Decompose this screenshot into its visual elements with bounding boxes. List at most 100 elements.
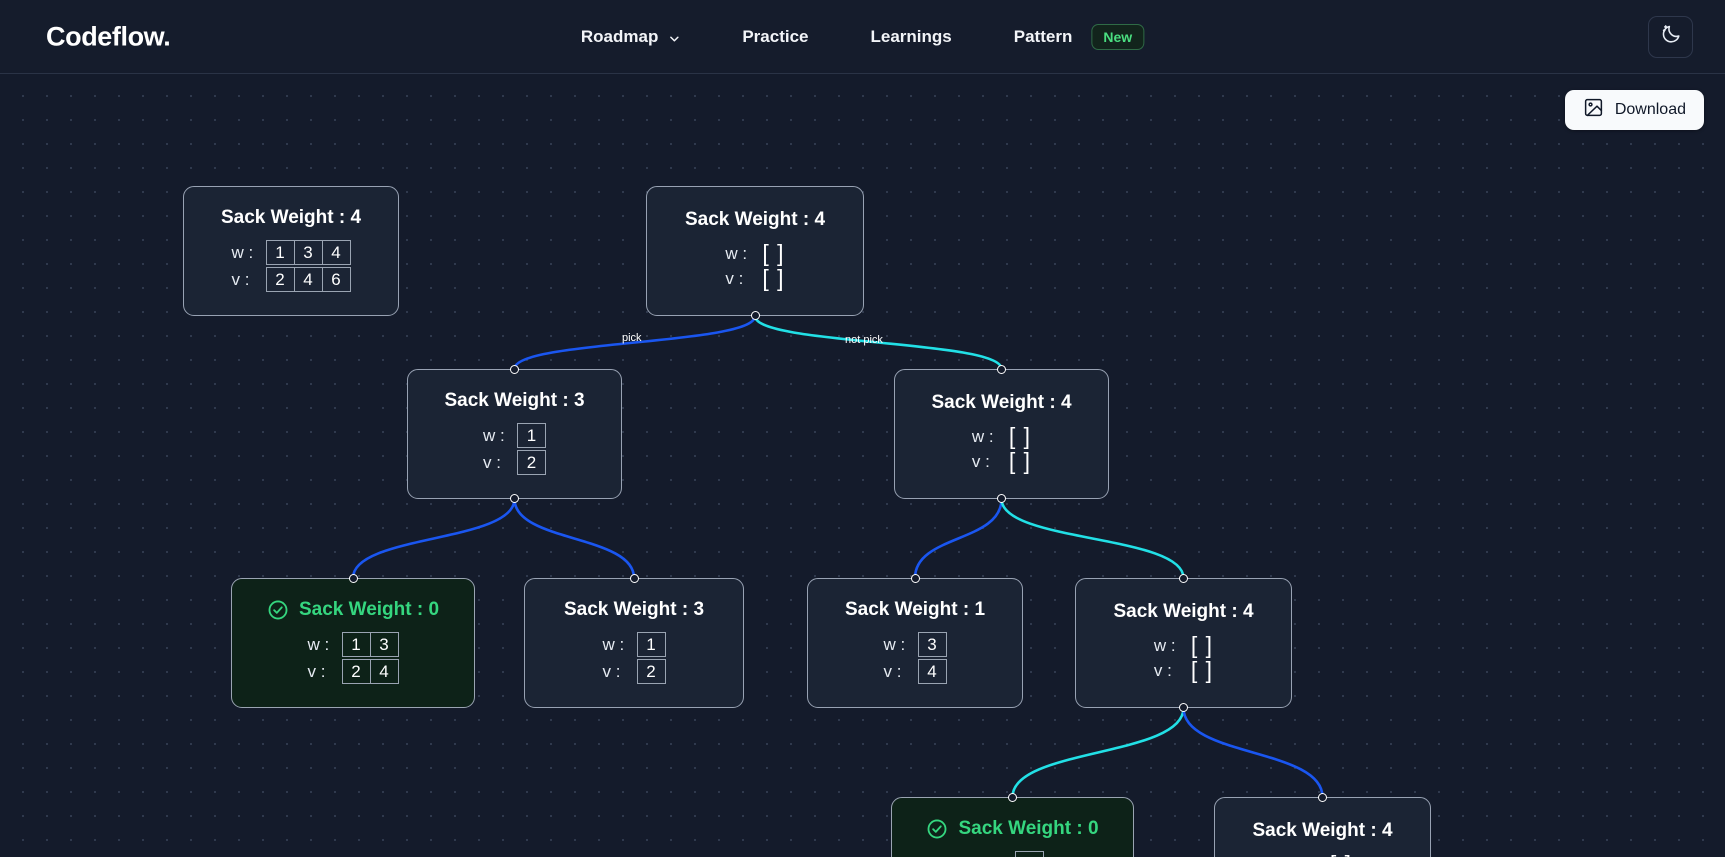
array-cells: 2 <box>636 659 666 684</box>
node-title-text: Sack Weight : 3 <box>563 599 705 620</box>
array-cell: 4 <box>321 240 351 265</box>
top-navbar: Codeflow. Roadmap Practice Learnings Patter… <box>0 0 1725 74</box>
node-port-bot[interactable] <box>1179 703 1188 712</box>
node-row-w: w :[ ] <box>1154 634 1213 657</box>
row-label-w: w : <box>725 243 748 263</box>
array-cell: 1 <box>341 632 371 657</box>
node-row-v: v :[ ] <box>725 267 784 290</box>
array-cells: 2 <box>517 450 546 475</box>
node-row-v: v :2 <box>483 450 546 475</box>
node-title: Sack Weight : 3 <box>444 390 584 412</box>
node-row-w: w : 3 <box>884 632 947 657</box>
empty-array: [ ] <box>1190 657 1214 683</box>
row-label-v: v : <box>725 268 744 288</box>
array-cell: 4 <box>369 659 399 684</box>
node-title-text: Sack Weight : 4 <box>220 207 362 228</box>
array-cells: 1 <box>636 632 666 657</box>
download-label: Download <box>1614 101 1686 118</box>
nav-item-label: Practice <box>742 26 809 46</box>
tree-node[interactable]: Sack Weight : 1 w : 3 v : 4 <box>807 574 1023 708</box>
node-port-bot[interactable] <box>750 311 760 320</box>
nav-item-label: Roadmap <box>580 26 659 46</box>
array-cell: 1 <box>517 423 546 448</box>
array-cell: 2 <box>265 267 295 292</box>
edge-pick <box>513 315 757 370</box>
node-title: Sack Weight : 4 <box>931 392 1071 414</box>
check-circle-icon <box>267 599 289 621</box>
row-label-v: v : <box>307 661 326 681</box>
node-title: Sack Weight : 1 <box>845 599 985 621</box>
array-cell: 4 <box>1015 851 1044 857</box>
node-port-top[interactable] <box>910 574 920 583</box>
array-cell: 3 <box>917 632 947 657</box>
row-label-w: w : <box>602 634 625 654</box>
nav-item-learnings[interactable]: Learnings <box>840 19 983 55</box>
array-cell: 6 <box>321 267 351 292</box>
edge-label-pick: pick <box>622 332 642 344</box>
node-row-v: v :[ ] <box>972 450 1031 473</box>
array-cell: 2 <box>636 659 666 684</box>
array-cell: 2 <box>517 450 546 475</box>
node-port-top[interactable] <box>629 574 639 583</box>
array-cells: 4 <box>1015 851 1044 857</box>
nav-item-roadmap[interactable]: Roadmap <box>550 19 711 55</box>
row-label-v: v : <box>971 451 990 471</box>
tree-node[interactable]: Sack Weight : 4w :[ ]v :[ ] <box>1214 793 1431 857</box>
array-cell: 2 <box>341 659 371 684</box>
row-label-w: w : <box>981 854 1015 857</box>
node-title-text: Sack Weight : 4 <box>684 209 826 230</box>
node-port-top[interactable] <box>1179 574 1188 583</box>
row-label-w: w : <box>1153 635 1176 655</box>
array-cell: 4 <box>917 659 947 684</box>
node-port-bot[interactable] <box>510 494 519 503</box>
node-title-text: Sack Weight : 3 <box>444 390 585 411</box>
array-cells: 4 <box>917 659 947 684</box>
node-title-text: Sack Weight : 0 <box>958 818 1099 839</box>
brand-logo[interactable]: Codeflow. <box>46 21 171 51</box>
node-title: Sack Weight : 0 <box>267 599 439 621</box>
node-port-top[interactable] <box>997 365 1006 374</box>
edge-pick <box>351 498 516 579</box>
row-label-w: w : <box>883 634 906 654</box>
nav-item-label: Learnings <box>870 26 952 46</box>
row-label-w: w : <box>307 634 330 654</box>
row-label-v: v : <box>231 269 250 289</box>
array-cells: 1 <box>517 423 546 448</box>
edge-not_pick <box>753 315 1003 370</box>
download-button[interactable]: Download <box>1564 90 1704 130</box>
node-port-top[interactable] <box>1008 793 1017 802</box>
node-port-top[interactable] <box>1318 793 1327 802</box>
tree-node[interactable]: Sack Weight : 0w :4v :6 <box>891 793 1134 857</box>
node-port-top[interactable] <box>510 365 519 374</box>
node-title: Sack Weight : 4 <box>1252 820 1392 842</box>
node-title: Sack Weight : 4 <box>685 209 825 231</box>
edge-label-not_pick: not pick <box>845 334 883 346</box>
node-title: Sack Weight : 3 <box>564 599 704 621</box>
image-icon <box>1583 97 1604 123</box>
node-row-v: v :[ ] <box>1154 659 1213 682</box>
theme-toggle-button[interactable] <box>1648 15 1693 58</box>
node-row-v: v :2 <box>603 659 666 684</box>
node-title-text: Sack Weight : 4 <box>1113 601 1254 622</box>
node-row-w: w :4 <box>981 851 1044 857</box>
row-label-v: v : <box>883 661 902 681</box>
nav-item-practice[interactable]: Practice <box>711 19 839 55</box>
array-cell: 1 <box>265 240 295 265</box>
empty-array: [ ] <box>1008 423 1032 449</box>
node-port-bot[interactable] <box>997 494 1006 503</box>
node-title-text: Sack Weight : 4 <box>1252 820 1393 841</box>
empty-array: [ ] <box>1327 853 1352 857</box>
node-port-top[interactable] <box>348 574 358 583</box>
